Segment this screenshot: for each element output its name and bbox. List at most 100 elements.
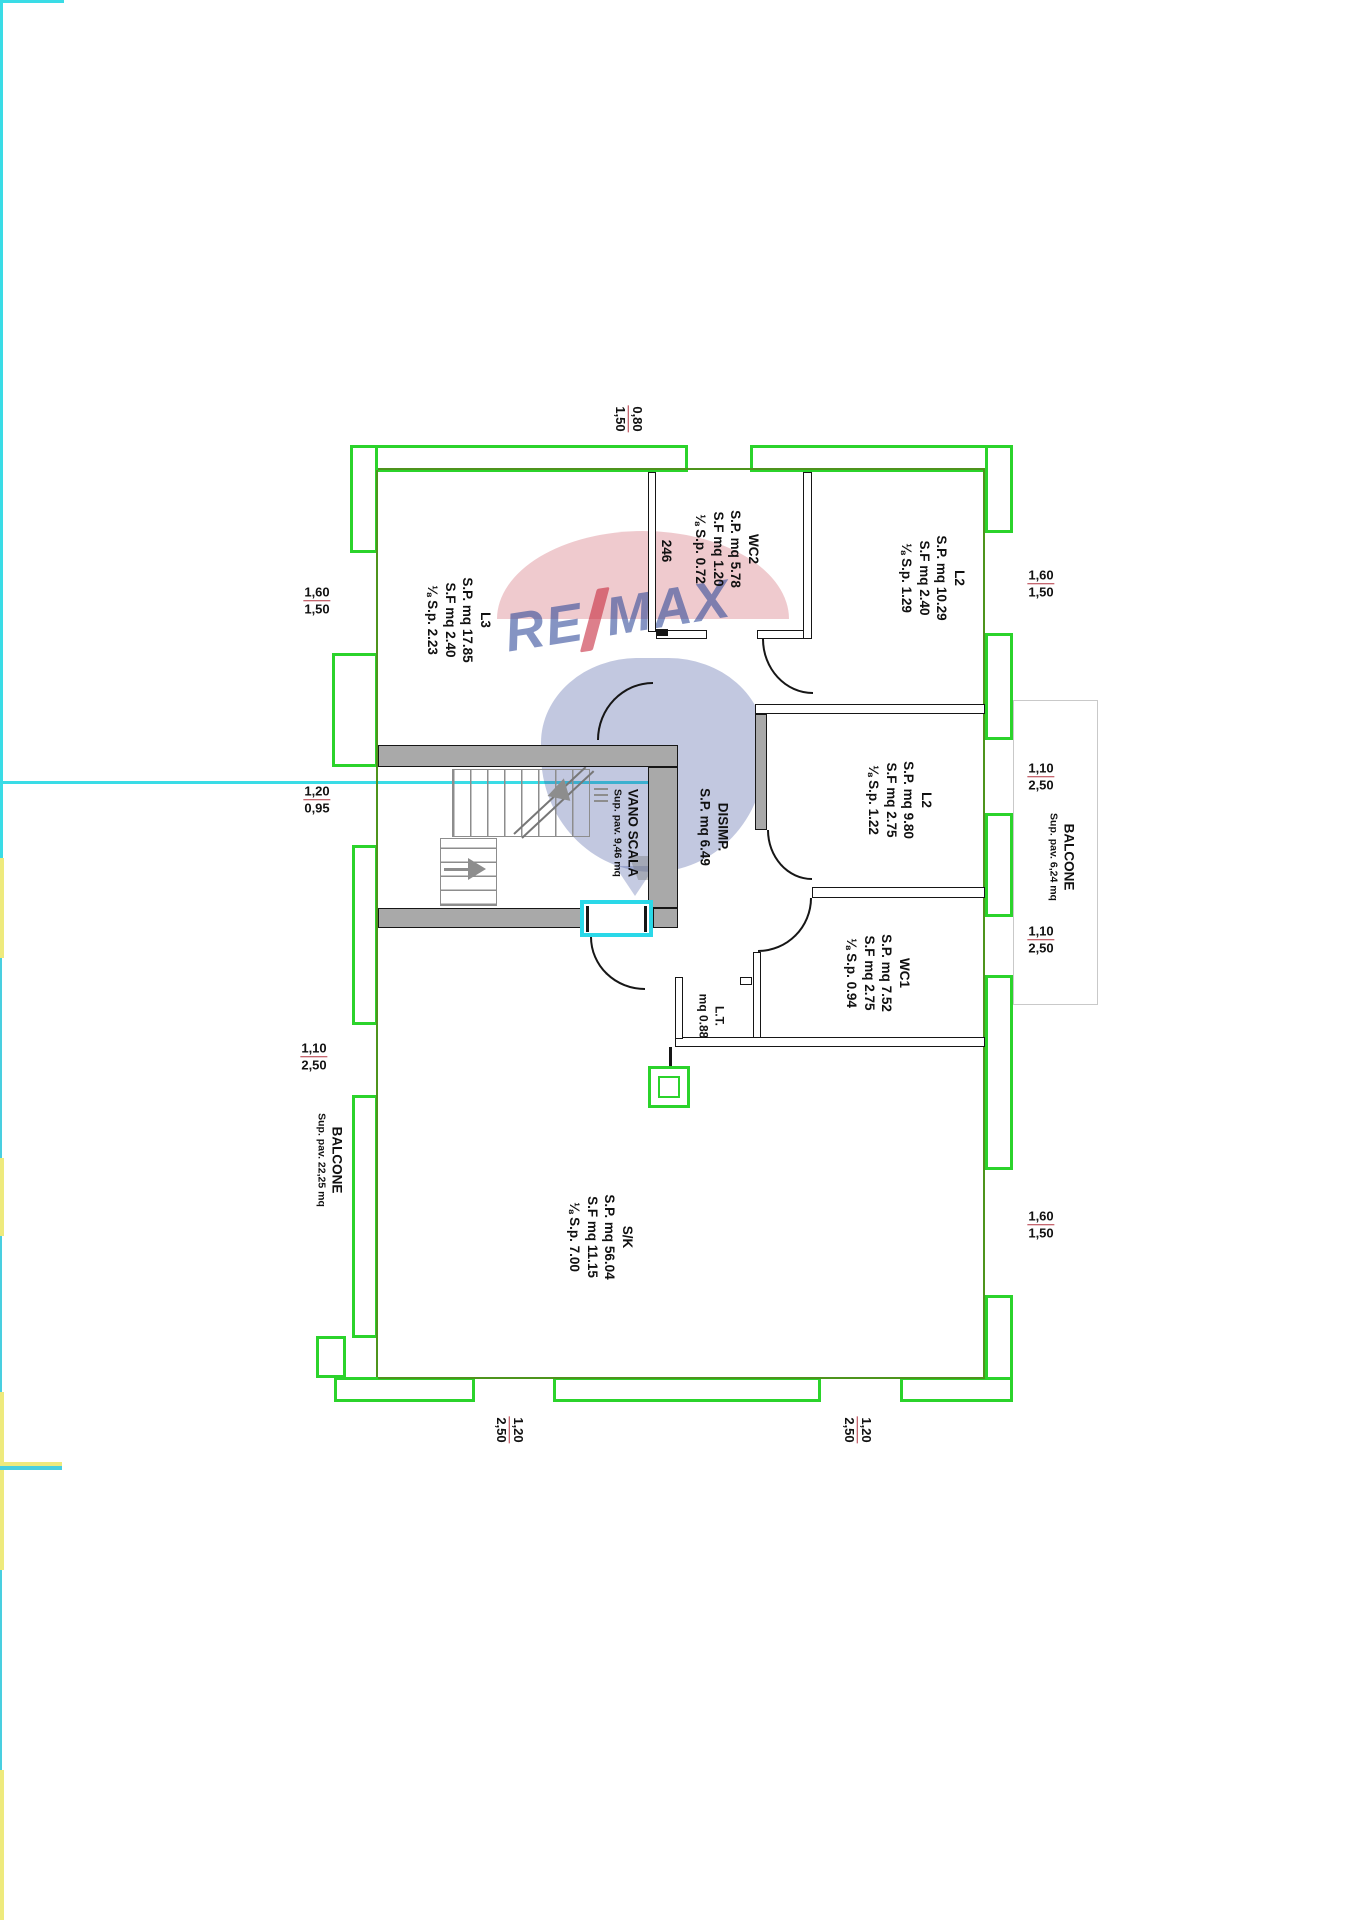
stair-flight-lower bbox=[440, 838, 497, 906]
wall-l2-l2 bbox=[755, 704, 985, 714]
room-title-vano-scala: VANO SCALA bbox=[625, 788, 641, 878]
wall-bottom-segment-1 bbox=[334, 1377, 475, 1402]
dimension-right-2-width: 1,10 bbox=[1027, 760, 1055, 778]
room-line-l2-top-1: S.F mq 2.40 bbox=[917, 540, 932, 616]
window-top-frame bbox=[0, 1462, 62, 1466]
door-arc-l2-mid bbox=[767, 830, 812, 880]
room-title-l2-top: L2 bbox=[952, 570, 968, 586]
wall-corridor-east bbox=[755, 714, 767, 830]
entrance-door-jamb-right bbox=[644, 906, 647, 932]
dimension-right-3-width: 1,10 bbox=[1027, 923, 1055, 941]
wall-stair-south-b bbox=[653, 908, 678, 928]
wall-jamb-wc2 bbox=[656, 629, 668, 636]
dimension-right-4-width: 1,60 bbox=[1027, 1208, 1055, 1226]
entrance-door-jamb-left bbox=[586, 906, 589, 932]
room-line-l2-top-2: ⅛ S.p. 1.29 bbox=[899, 543, 915, 613]
room-line-disimp-0: S.P. mq 6.49 bbox=[698, 788, 713, 866]
dimension-bottom-2-width: 1,20 bbox=[856, 1416, 874, 1444]
wall-stair-north bbox=[378, 745, 678, 767]
room-line-l3-0: S.P. mq 17.85 bbox=[460, 577, 476, 663]
wall-left-segment-2 bbox=[352, 845, 378, 1025]
room-line-l2-mid-2: ⅛ S.p. 1.22 bbox=[866, 765, 882, 835]
room-title-lt: L.T. bbox=[712, 1005, 727, 1026]
dimension-left-1-width: 1,60 bbox=[303, 584, 331, 602]
room-line-l3-2: ⅛ S.p. 2.23 bbox=[425, 585, 441, 655]
room-title-wc2: WC2 bbox=[746, 533, 762, 564]
wall-left-segment-3 bbox=[352, 1095, 378, 1338]
balcony-outline-bottom bbox=[0, 781, 665, 784]
room-title-balcone-left: BALCONE bbox=[329, 1126, 345, 1194]
dimension-left-3-height: 2,50 bbox=[301, 1057, 327, 1073]
room-title-balcone-right: BALCONE bbox=[1061, 823, 1077, 891]
remax-slash bbox=[579, 586, 610, 653]
room-line-l2-mid-1: S.F mq 2.75 bbox=[884, 762, 899, 838]
entrance-door-highlight bbox=[580, 900, 653, 937]
wall-left-step bbox=[316, 1336, 346, 1378]
wall-bottom-segment-2 bbox=[553, 1377, 821, 1402]
room-line-balcone-left-0: Sup. pav. 22,25 mq bbox=[316, 1113, 329, 1207]
room-label-disimp: DISIMP.S.P. mq 6.49 bbox=[696, 788, 731, 866]
room-title-sk: S/K bbox=[620, 1225, 636, 1249]
door-arc-l2-top bbox=[762, 639, 813, 694]
wall-right-segment-2 bbox=[985, 633, 1013, 740]
wall-inner-right bbox=[983, 470, 985, 1377]
wall-left-segment-1 bbox=[350, 445, 378, 553]
wall-lt-west bbox=[675, 977, 683, 1039]
window-left-3-frame bbox=[0, 1392, 4, 1462]
window-left-1-glazing2 bbox=[0, 1058, 2, 1158]
balcony-outline-right bbox=[0, 784, 3, 858]
wall-right-segment-4 bbox=[985, 975, 1013, 1170]
wall-wc1-west bbox=[753, 952, 761, 1039]
stair-arrow-stem bbox=[444, 868, 470, 871]
door-arc-entrance bbox=[590, 937, 645, 990]
window-right-1-frame bbox=[0, 1470, 4, 1570]
room-line-wc2-2: ⅛ S.p. 0.72 bbox=[693, 514, 709, 584]
window-left-2-frame bbox=[0, 1158, 4, 1236]
dimension-top-1-height: 1,50 bbox=[612, 406, 628, 432]
room-title-disimp: DISIMP. bbox=[715, 802, 731, 852]
room-title-wc1: WC1 bbox=[897, 957, 913, 988]
room-line-wc2-1: S.F mq 1.20 bbox=[711, 511, 726, 587]
wall-left-pier-1 bbox=[332, 653, 378, 767]
dimension-bottom-2-height: 2,50 bbox=[841, 1417, 857, 1443]
room-label-lt: L.T.mq 0.88 bbox=[695, 994, 727, 1039]
window-left-2-glazing2 bbox=[0, 1314, 2, 1392]
wall-l2-wc1 bbox=[812, 887, 985, 898]
balcony-outline-top bbox=[0, 0, 64, 3]
room-line-vano-scala-0: Sup. pav. 9,46 mq bbox=[612, 789, 625, 877]
dimension-left-1-height: 1,50 bbox=[304, 601, 330, 617]
wall-l3-wc2 bbox=[648, 472, 656, 632]
dimension-bottom-1-height: 2,50 bbox=[493, 1417, 509, 1443]
window-top-glazing bbox=[0, 1466, 62, 1468]
wall-wc1-sk bbox=[675, 1037, 985, 1047]
room-line-sk-0: S.P. mq 56.04 bbox=[602, 1194, 618, 1280]
window-left-1-frame bbox=[0, 858, 4, 958]
window-right-1-glazing2 bbox=[0, 1670, 2, 1770]
wall-stair-south-a bbox=[378, 908, 582, 928]
wall-right-segment-1 bbox=[985, 445, 1013, 533]
dimension-right-4-height: 1,50 bbox=[1028, 1225, 1054, 1241]
stair-landing-mark-2 bbox=[594, 794, 608, 796]
room-line-l2-mid-0: S.P. mq 9.80 bbox=[901, 761, 917, 839]
window-top-glazing2 bbox=[0, 1468, 62, 1470]
window-left-2-glazing bbox=[0, 1236, 2, 1314]
wall-inner-bottom bbox=[378, 1377, 985, 1379]
room-label-note-246: 246 bbox=[657, 540, 675, 563]
window-right-2-frame bbox=[0, 1770, 4, 1843]
